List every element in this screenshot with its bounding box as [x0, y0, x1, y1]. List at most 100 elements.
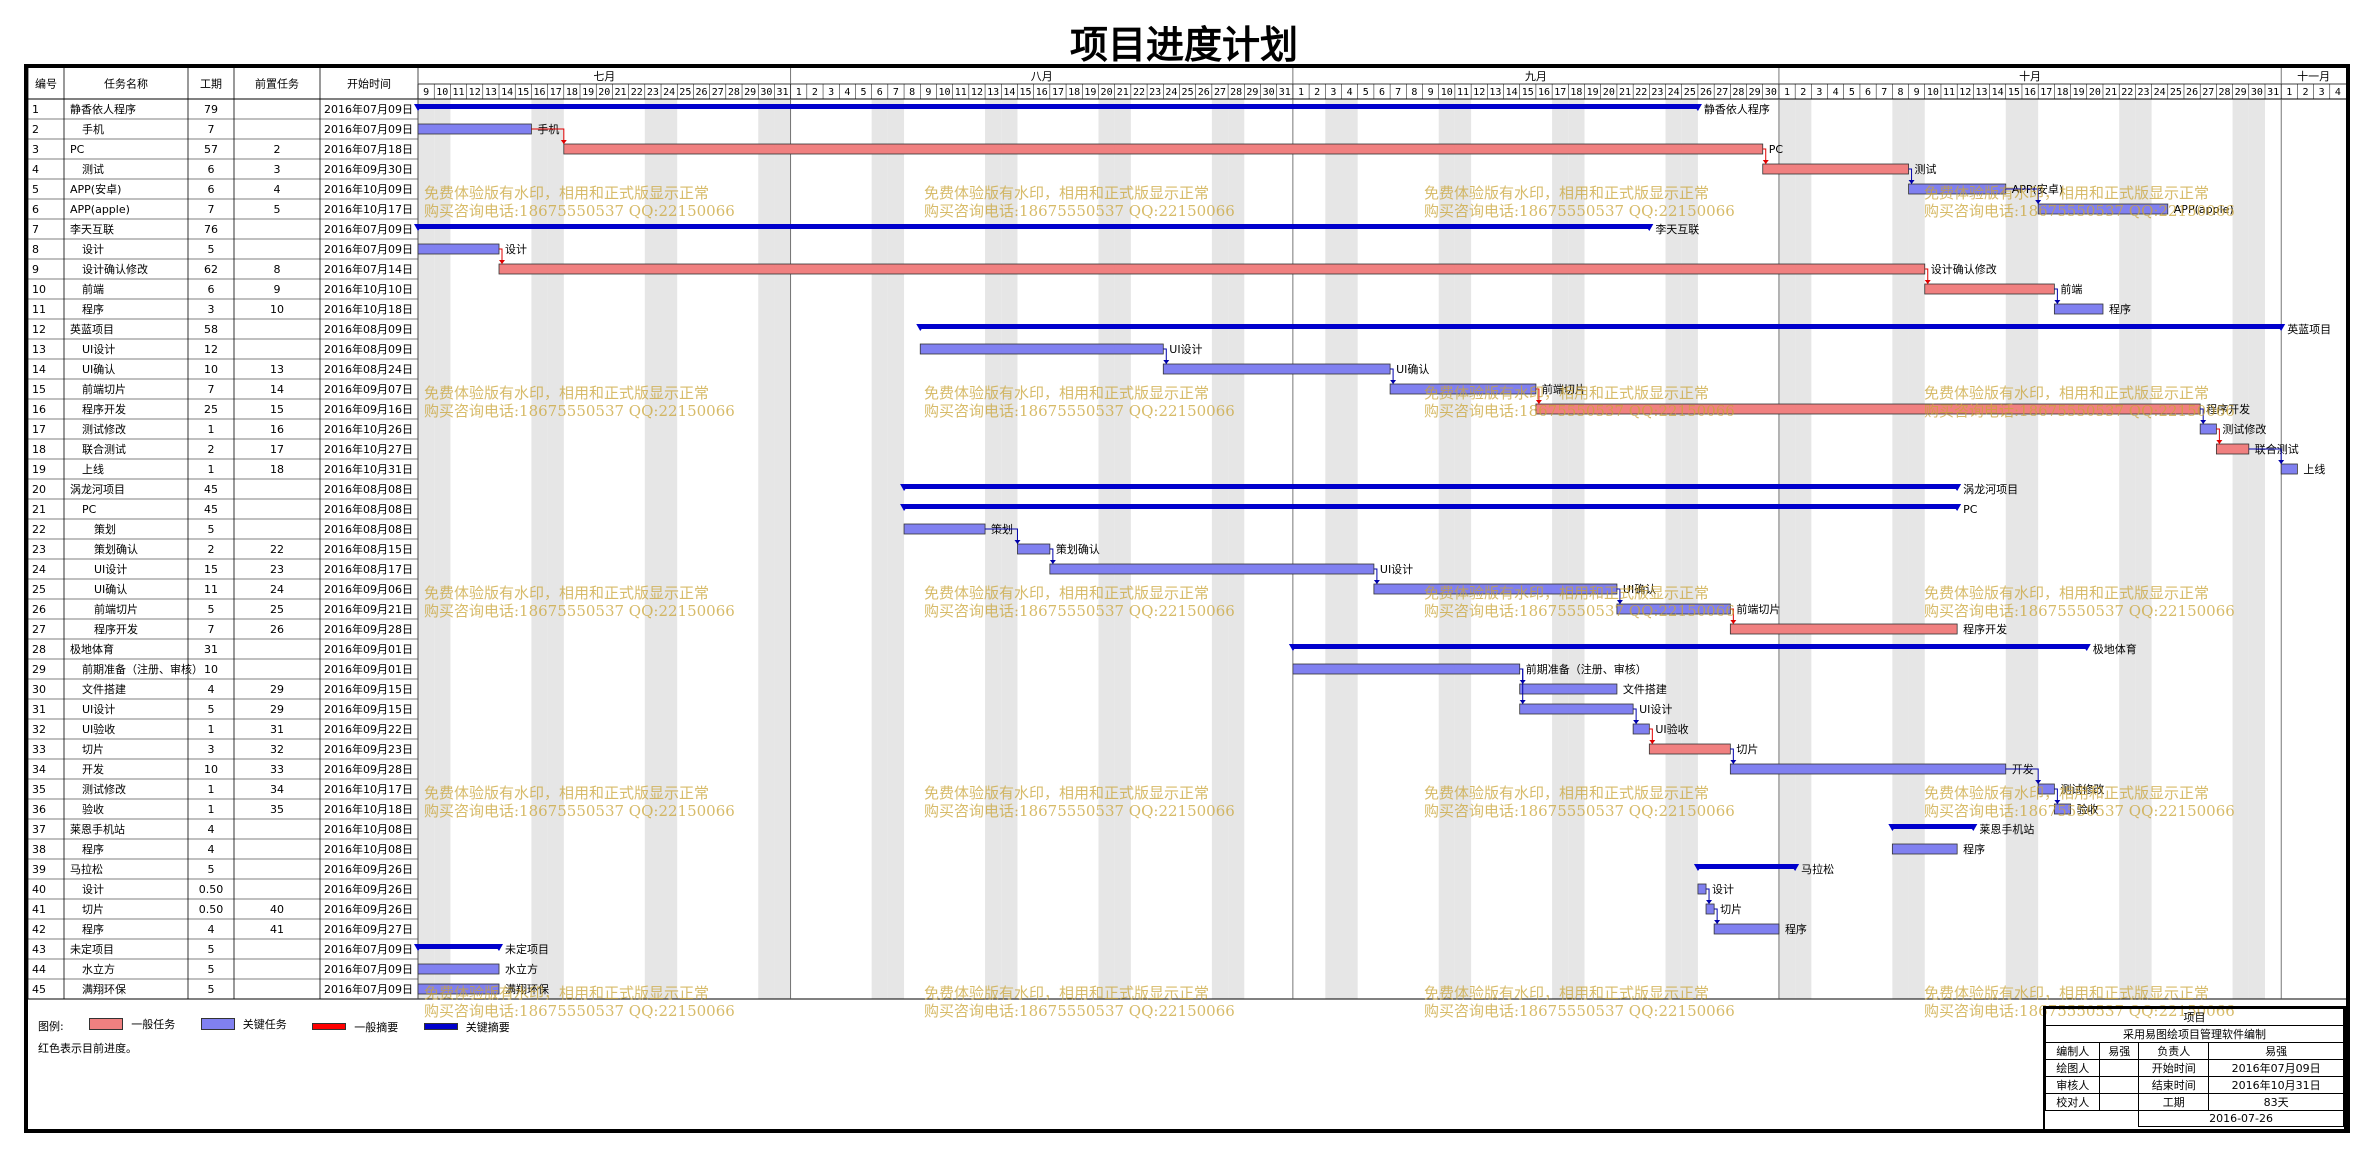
watermark-text: 免费体验版有水印，相用和正式版显示正常 — [1424, 784, 1709, 802]
day-label: 24 — [1165, 87, 1177, 98]
task-id: 12 — [32, 323, 46, 336]
task-id: 41 — [32, 903, 46, 916]
task-predecessor: 13 — [270, 363, 284, 376]
task-name: 文件搭建 — [82, 682, 126, 696]
task-duration: 4 — [208, 683, 215, 696]
day-label: 18 — [1570, 87, 1582, 98]
task-start: 2016年10月09日 — [324, 182, 413, 196]
task-id: 37 — [32, 823, 46, 836]
month-label: 九月 — [1525, 70, 1547, 83]
watermark-text: 购买咨询电话:18675550537 QQ:22150066 — [424, 802, 735, 820]
task-duration: 5 — [208, 523, 215, 536]
task-name: 程序 — [82, 922, 104, 936]
task-id: 31 — [32, 703, 46, 716]
bar-label: PC — [1963, 503, 1978, 516]
day-label: 29 — [1749, 87, 1761, 98]
day-label: 31 — [777, 87, 789, 98]
day-label: 15 — [1522, 87, 1534, 98]
task-predecessor: 14 — [270, 383, 284, 396]
summary-end-marker — [1692, 104, 1702, 111]
weekend-shade — [758, 99, 775, 999]
task-bar — [1519, 683, 1618, 695]
info-value — [2099, 1076, 2140, 1094]
dependency-arrow — [1762, 160, 1769, 164]
day-label: 26 — [1198, 87, 1210, 98]
task-bar — [1292, 663, 1521, 675]
watermark-text: 购买咨询电话:18675550537 QQ:22150066 — [424, 202, 735, 220]
legend-item-summary: 一般摘要 — [304, 1019, 398, 1035]
watermark-text: 购买咨询电话:18675550537 QQ:22150066 — [924, 1002, 1235, 1020]
day-label: 25 — [1182, 87, 1194, 98]
task-bar — [1713, 923, 1780, 935]
weekend-shade — [2021, 99, 2039, 999]
task-id: 8 — [32, 243, 39, 256]
legend-item-task: 一般任务 — [81, 1016, 175, 1032]
watermark-text: 购买咨询电话:18675550537 QQ:22150066 — [1924, 602, 2235, 620]
task-name: 手机 — [82, 122, 104, 136]
dependency-line — [1633, 708, 1637, 724]
bar-label: 策划确认 — [1056, 542, 1100, 556]
task-id: 38 — [32, 843, 46, 856]
watermark-text: 购买咨询电话:18675550537 QQ:22150066 — [424, 402, 735, 420]
task-duration: 4 — [208, 823, 215, 836]
task-start: 2016年10月17日 — [324, 202, 413, 216]
watermark-text: 购买咨询电话:18675550537 QQ:22150066 — [924, 202, 1235, 220]
info-software: 采用易图绘项目管理软件编制 — [2045, 1025, 2344, 1043]
day-label: 17 — [1052, 87, 1064, 98]
bar-label: 英蓝项目 — [2287, 322, 2331, 336]
day-label: 2 — [2302, 87, 2308, 98]
weekend-shade — [1341, 99, 1358, 999]
bar-label: 程序 — [1963, 842, 1985, 856]
summary-start-marker — [916, 324, 926, 331]
dependency-arrow — [1373, 580, 1380, 584]
task-id: 13 — [32, 343, 46, 356]
task-name: 切片 — [82, 903, 104, 916]
bar-label: UI验收 — [1655, 722, 1688, 736]
task-predecessor: 41 — [270, 923, 284, 936]
dependency-line — [1616, 588, 1621, 604]
day-label: 20 — [1101, 87, 1113, 98]
task-start: 2016年10月27日 — [324, 442, 413, 456]
task-name: 莱恩手机站 — [70, 822, 125, 836]
summary-end-marker — [1952, 504, 1962, 511]
task-duration: 4 — [208, 843, 215, 856]
task-start: 2016年07月09日 — [324, 982, 413, 996]
day-label: 13 — [485, 87, 497, 98]
bar-label: 设计确认修改 — [1931, 262, 1997, 276]
day-label: 5 — [861, 87, 867, 98]
task-start: 2016年10月08日 — [324, 842, 413, 856]
task-id: 19 — [32, 463, 46, 476]
day-label: 15 — [2008, 87, 2020, 98]
day-label: 28 — [1732, 87, 1744, 98]
watermark-text: 购买咨询电话:18675550537 QQ:22150066 — [924, 602, 1235, 620]
legend-label: 一般摘要 — [354, 1020, 399, 1034]
dependency-arrow — [2054, 800, 2061, 804]
task-id: 21 — [32, 503, 46, 516]
dependency-arrow — [1730, 760, 1737, 764]
day-label: 8 — [909, 87, 915, 98]
task-name: 李天互联 — [70, 222, 114, 236]
day-label: 21 — [2105, 87, 2117, 98]
day-label: 31 — [2267, 87, 2279, 98]
dependency-arrow — [1908, 180, 1915, 184]
dependency-arrow — [2035, 780, 2042, 784]
day-label: 16 — [1036, 87, 1048, 98]
task-predecessor: 5 — [274, 203, 281, 216]
watermark-text: 免费体验版有水印，相用和正式版显示正常 — [924, 384, 1209, 402]
legend-label: 关键任务 — [242, 1018, 287, 1031]
bar-label: 前端 — [2060, 282, 2082, 296]
task-predecessor: 25 — [270, 603, 284, 616]
day-label: 22 — [1635, 87, 1647, 98]
task-name: 测试修改 — [82, 422, 126, 436]
weekend-shade — [1908, 99, 1925, 999]
day-label: 18 — [2056, 87, 2068, 98]
dependency-line — [1390, 368, 1394, 384]
day-label: 12 — [469, 87, 481, 98]
watermark-text: 购买咨询电话:18675550537 QQ:22150066 — [1424, 802, 1735, 820]
day-label: 22 — [2121, 87, 2133, 98]
task-duration: 5 — [208, 603, 215, 616]
watermark-text: 免费体验版有水印，相用和正式版显示正常 — [424, 584, 709, 602]
weekend-shade — [1325, 99, 1342, 999]
task-name: 涡龙河项目 — [70, 483, 125, 496]
